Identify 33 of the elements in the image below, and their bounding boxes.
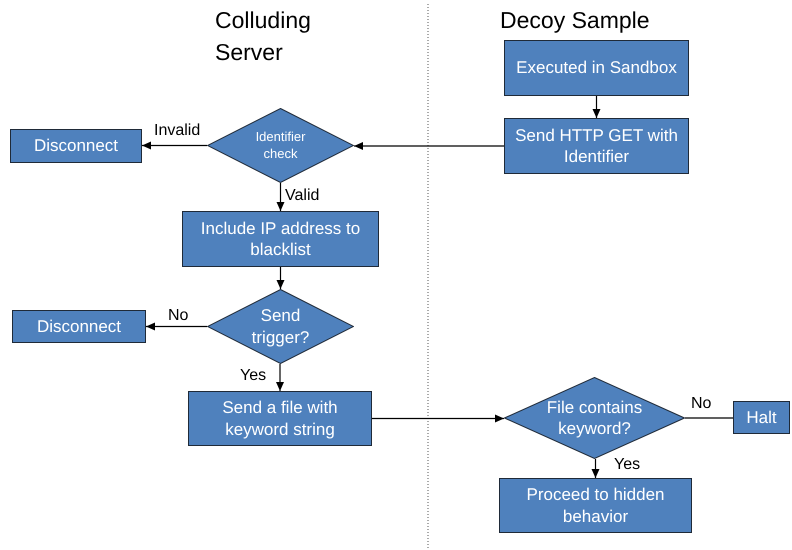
node-text: File contains keyword?	[546, 396, 644, 440]
column-heading: Colluding Server	[215, 6, 312, 67]
node-text: Proceed to hidden behavior	[526, 484, 666, 527]
process-box	[10, 129, 142, 163]
process-box	[188, 391, 372, 446]
decision-diamond	[504, 377, 685, 459]
node-text: Halt	[745, 406, 778, 428]
arrow	[276, 364, 284, 391]
node-text: Include IP address to blacklist	[200, 218, 362, 260]
node-text: Send trigger?	[250, 305, 310, 348]
arrow	[142, 142, 207, 150]
process-box	[12, 310, 146, 343]
column-heading: Decoy Sample	[500, 6, 651, 35]
node-text: Executed in Sandbox	[515, 57, 678, 79]
arrow	[592, 96, 600, 118]
process-box	[504, 118, 689, 174]
arrow	[592, 459, 600, 478]
process-box	[504, 40, 689, 96]
process-box	[733, 401, 790, 434]
process-box	[182, 211, 379, 267]
node-text: Disconnect	[36, 316, 122, 338]
arrow	[276, 183, 284, 211]
node-text: Send HTTP GET with Identifier	[514, 124, 679, 168]
arrow	[276, 267, 284, 289]
arrow	[146, 322, 207, 330]
arrow	[354, 142, 504, 150]
arrow	[372, 414, 504, 422]
node-text: Send a file with keyword string	[221, 397, 339, 440]
decision-diamond	[207, 108, 354, 183]
node-text: Identifier check	[254, 129, 306, 162]
process-box	[499, 478, 692, 533]
node-text: Disconnect	[32, 135, 120, 157]
decision-diamond	[207, 289, 354, 364]
